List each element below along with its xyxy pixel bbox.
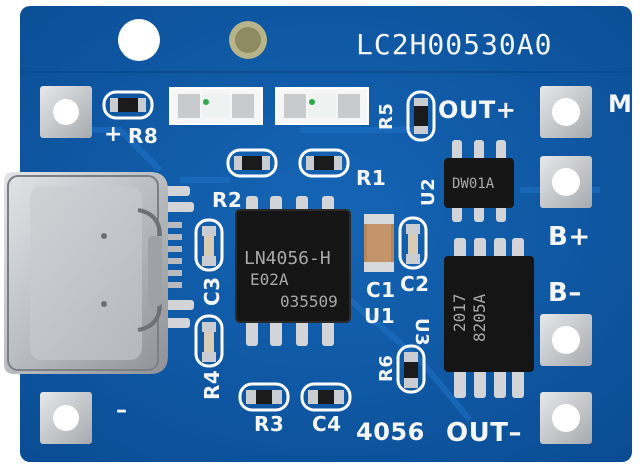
designator-c4: C4 [312,412,342,436]
smd-passives [102,90,436,412]
model-label: 4056 [356,418,425,446]
designator-r4: R4 [200,369,224,400]
designator-r3: R3 [254,412,285,436]
designator-c2: C2 [400,272,430,296]
designator-u1: U1 [364,304,396,328]
designator-r8: R8 [128,124,159,148]
terminal-label-out-minus: OUT– [446,418,522,448]
designator-r1: R1 [356,166,387,190]
chip-u2 [444,140,514,222]
terminal-label-in-minus: – [116,398,128,423]
designator-c1: C1 [366,278,396,302]
terminal-label-in-plus: + [104,122,123,147]
terminal-label-b-plus: B+ [548,222,591,252]
designator-r5: R5 [376,102,397,130]
chip-u1-line2: E02A [250,270,289,289]
chip-u1 [235,196,351,346]
part-number-label: LC2H00530A0 [356,28,553,61]
usb-c-connector-icon [4,172,194,374]
designator-u3: U3 [411,318,432,347]
designator-r6: R6 [376,354,397,382]
chip-u3-line2: 2017 [450,293,469,332]
chip-u3 [444,238,534,398]
terminal-label-out-plus: OUT+ [438,96,517,124]
mounting-hole [118,19,160,61]
capacitor-c1 [364,214,394,272]
designator-r2: R2 [212,188,243,212]
terminal-pads [40,86,592,444]
terminal-label-b-minus: B– [548,278,582,308]
status-leds [169,87,369,125]
designator-c3: C3 [200,276,224,306]
designator-u2: U2 [418,177,439,206]
chip-u1-line3: 035509 [280,292,338,311]
chip-u3-line1: 8205A [470,293,489,342]
chip-u1-line1: LN4056-H [244,248,331,269]
terminal-label-m: M [608,90,633,118]
chip-u2-line1: DW01A [452,176,495,192]
